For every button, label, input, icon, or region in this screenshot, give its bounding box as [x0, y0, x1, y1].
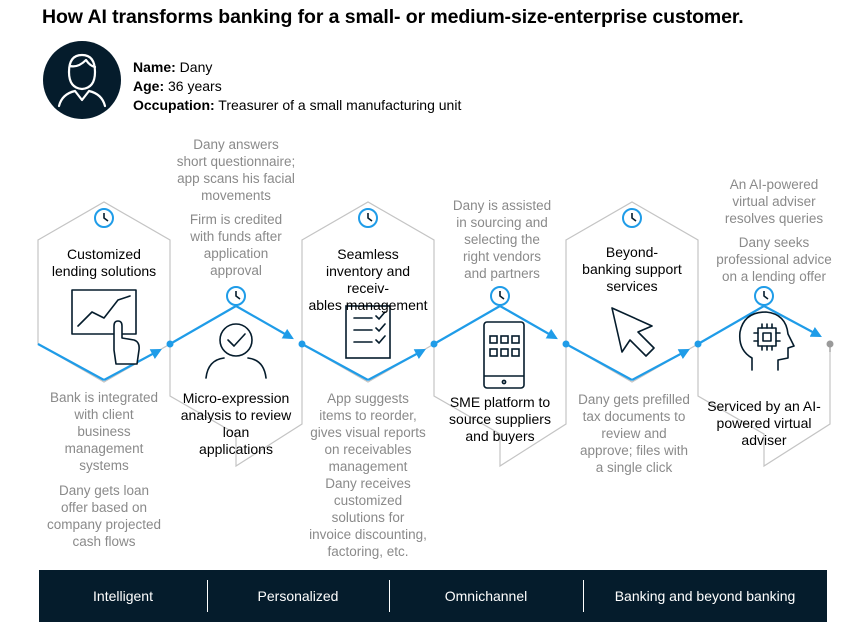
footer-bar: Intelligent Personalized Omnichannel Ban…	[39, 570, 827, 622]
tablet-grid-icon	[483, 321, 525, 389]
footer-divider	[207, 580, 208, 612]
profile-age: Age: 36 years	[133, 78, 222, 94]
stage-hexagon-6	[697, 344, 831, 468]
cursor-arrow-icon	[611, 307, 655, 357]
footer-divider	[583, 580, 584, 612]
footer-item-personalized: Personalized	[257, 588, 339, 604]
clock-icon	[490, 286, 510, 306]
clock-icon	[94, 208, 114, 228]
path-node	[298, 340, 306, 348]
footer-divider	[389, 580, 390, 612]
clock-icon	[358, 208, 378, 228]
user-avatar-icon	[43, 41, 121, 119]
face-check-icon	[205, 323, 267, 379]
path-node	[430, 340, 438, 348]
footer-item-intelligent: Intelligent	[93, 588, 153, 604]
clock-icon	[622, 208, 642, 228]
ai-head-chip-icon	[738, 311, 795, 371]
stage-hexagon-2	[169, 344, 303, 468]
footer-item-banking-beyond: Banking and beyond banking	[614, 588, 796, 604]
journey-line	[37, 343, 105, 381]
path-node	[166, 340, 174, 348]
path-node	[562, 340, 570, 348]
touch-chart-icon	[71, 289, 140, 365]
profile-occupation: Occupation: Treasurer of a small manufac…	[133, 97, 462, 113]
checklist-icon	[345, 305, 391, 359]
page-title: How AI transforms banking for a small- o…	[42, 6, 744, 28]
profile-name: Name: Dany	[133, 59, 213, 75]
clock-icon	[226, 286, 246, 306]
clock-icon	[754, 286, 774, 306]
path-node	[694, 340, 702, 348]
stage-hexagon-4	[433, 344, 567, 468]
profile-block: Name: Dany Age: 36 years Occupation: Tre…	[133, 58, 461, 115]
footer-item-omnichannel: Omnichannel	[444, 588, 528, 604]
